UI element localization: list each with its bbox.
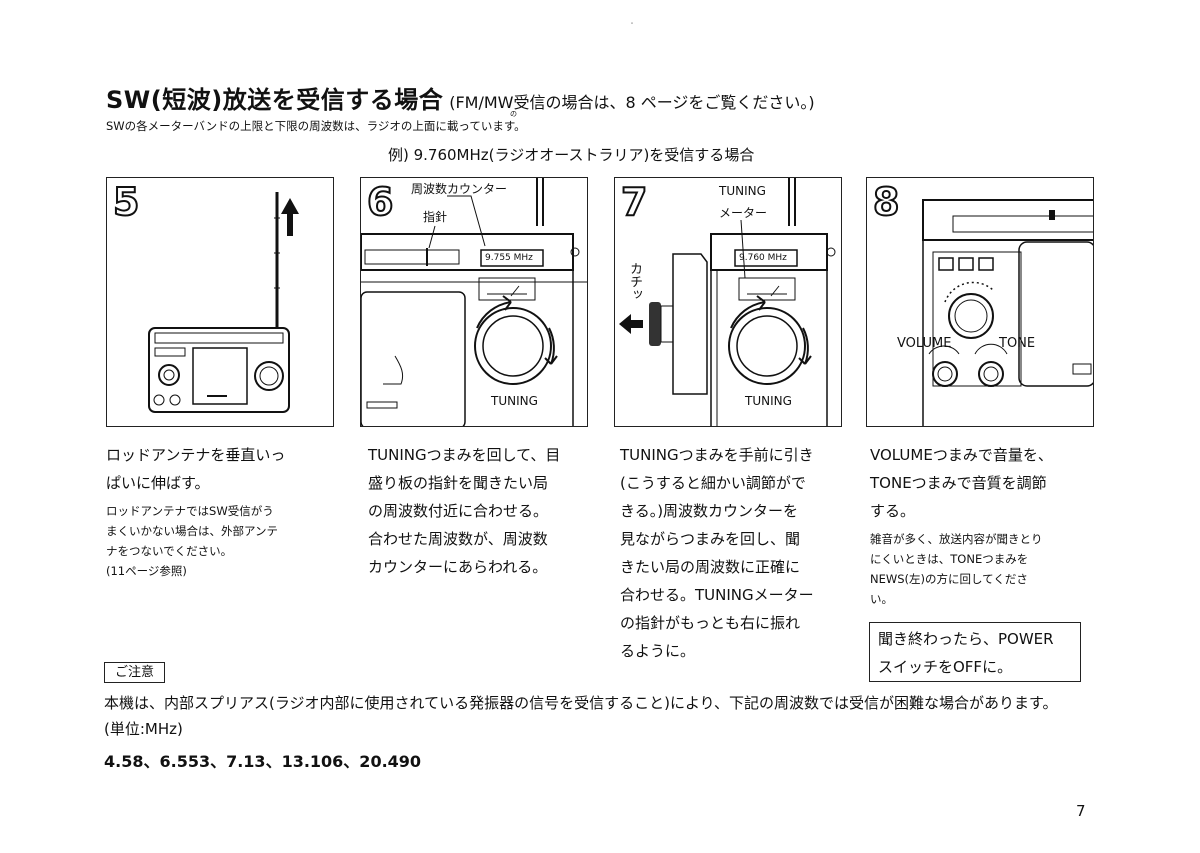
step-number: 8	[872, 179, 900, 225]
step-5-note-line: ナをつないでください。	[106, 544, 233, 558]
step-6-main-line: 盛り板の指針を聞きたい局	[368, 474, 549, 492]
title-main: SW(短波)放送を受信する場合	[106, 86, 444, 114]
scan-mark: ・	[628, 19, 636, 28]
step-6-main-line: カウンターにあらわれる。	[368, 558, 548, 576]
step-6-illustration: 6 周波数カウンター 指針 9.755 MHz TUNING	[360, 177, 588, 427]
step-8-note-line: NEWS(左)の方に回してくださ	[870, 572, 1028, 586]
step-6-main-line: TUNINGつまみを回して、目	[368, 446, 561, 464]
subtitle: SWの各メーターバンドの上限と下限の周波数は、ラジオの上面に載っています。	[106, 119, 526, 133]
step-7-main-line: (こうすると細かい調節がで	[620, 474, 806, 492]
step-7-main-line: 見ながらつまみを回し、聞	[620, 530, 801, 548]
step-8-main-line: VOLUMEつまみで音量を、	[870, 446, 1053, 464]
step-5-main-line: ロッドアンテナを垂直いっ	[106, 446, 286, 464]
step-6-main-line: の周波数付近に合わせる。	[368, 502, 549, 520]
page-number: 7	[1076, 802, 1086, 820]
needle-label: 指針	[423, 210, 448, 224]
step-6-main-line: 合わせた周波数が、周波数	[368, 530, 548, 548]
step-5-note-line: (11ページ参照)	[106, 564, 187, 578]
step-7-main-line: TUNINGつまみを手前に引き	[620, 446, 814, 464]
step-5-main-line: ぱいに伸ばす。	[106, 474, 210, 492]
step-8-main-line: TONEつまみで音質を調節	[870, 474, 1047, 492]
volume-label: VOLUME	[897, 336, 952, 351]
tone-label: TONE	[999, 336, 1036, 351]
fine-tuning-drawing	[619, 178, 836, 426]
step-7-description: TUNINGつまみを手前に引き (こうすると細かい調節がで きる。)周波数カウン…	[620, 441, 850, 665]
click-label: カチッ	[627, 262, 642, 301]
ruby-annotation: の	[510, 110, 517, 118]
power-off-line: 聞き終わったら、POWER	[878, 630, 1054, 648]
step-8-main-line: する。	[870, 502, 916, 520]
step-8-description: VOLUMEつまみで音量を、 TONEつまみで音質を調節 する。 雑音が多く、放…	[870, 441, 1100, 609]
step-7-main-line: るように。	[620, 642, 696, 660]
tuning-knob-label: TUNING	[491, 394, 538, 408]
step-8-note-line: にくいときは、TONEつまみを	[870, 552, 1029, 566]
step-number: 7	[620, 179, 648, 225]
step-8-illustration: 8 VOLUME TONE	[866, 177, 1094, 427]
step-5-note-line: まくいかない場合は、外部アンテ	[106, 524, 279, 538]
power-off-line: スイッチをOFFに。	[878, 658, 1013, 676]
step-7-main-line: きたい局の周波数に正確に	[620, 558, 801, 576]
radio-antenna-drawing	[148, 192, 299, 413]
step-7-main-line: きる。)周波数カウンターを	[620, 502, 799, 520]
step-7-main-line: 合わせる。TUNINGメーター	[620, 586, 814, 604]
step-5-description: ロッドアンテナを垂直いっ ぱいに伸ばす。 ロッドアンテナではSW受信がう まくい…	[106, 441, 336, 581]
volume-tone-drawing	[922, 199, 1093, 426]
step-5-illustration: 5	[106, 177, 334, 427]
tuning-dial-drawing	[361, 178, 587, 426]
tuning-knob-label: TUNING	[745, 394, 792, 408]
step-number: 6	[366, 179, 394, 225]
example-line: 例) 9.760MHz(ラジオオーストラリア)を受信する場合	[388, 146, 755, 164]
title-note: (FM/MW受信の場合は、8 ページをご覧ください。)	[449, 93, 815, 112]
step-8-note-line: い。	[870, 592, 893, 606]
counter-display: 9.760 MHz	[739, 253, 787, 263]
counter-display: 9.755 MHz	[485, 253, 533, 263]
tuning-meter-label-1: TUNING	[719, 184, 766, 198]
page-title: SW(短波)放送を受信する場合 (FM/MW受信の場合は、8 ページをご覧ください…	[106, 80, 815, 115]
step-7-illustration: 7 TUNING メーター カチッ 9.760 MHz TUNING	[614, 177, 842, 427]
step-7-main-line: の指針がもっとも右に振れ	[620, 614, 801, 632]
caution-body: 本機は、内部スプリアス(ラジオ内部に使用されている発振器の信号を受信すること)に…	[104, 694, 1058, 738]
power-off-box: 聞き終わったら、POWER スイッチをOFFに。	[869, 622, 1081, 682]
caution-label: ご注意	[104, 662, 166, 683]
step-5-note-line: ロッドアンテナではSW受信がう	[106, 504, 274, 518]
step-number: 5	[112, 179, 140, 225]
step-6-description: TUNINGつまみを回して、目 盛り板の指針を聞きたい局 の周波数付近に合わせる…	[368, 441, 598, 581]
caution-frequencies: 4.58、6.553、7.13、13.106、20.490	[104, 752, 422, 771]
counter-label: 周波数カウンター	[411, 182, 508, 196]
tuning-meter-label-2: メーター	[719, 206, 768, 220]
step-8-note-line: 雑音が多く、放送内容が聞きとり	[870, 532, 1043, 546]
